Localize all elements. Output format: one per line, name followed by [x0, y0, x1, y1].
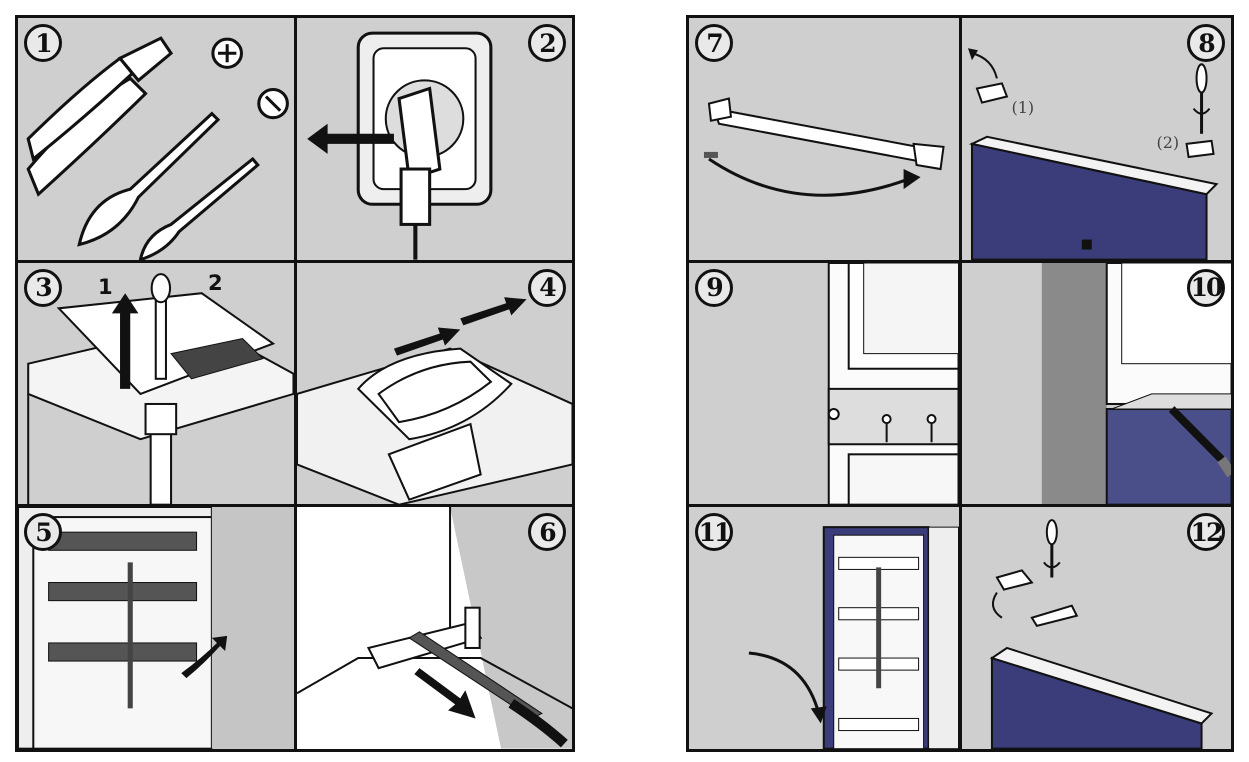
- step-number-badge: 1: [24, 24, 62, 62]
- step-4-panel: 4: [296, 262, 572, 505]
- step-number-badge: 12: [1187, 513, 1225, 552]
- hinge-transfer-illustration: [703, 97, 945, 197]
- callout-label: (1): [1011, 98, 1035, 117]
- callout-label: 2: [208, 270, 223, 295]
- step-11-panel: 11: [689, 507, 959, 749]
- step-number-badge: 6: [528, 513, 566, 552]
- bottom-hinge-illustration: [296, 507, 572, 749]
- step-number-badge: 8: [1187, 24, 1225, 62]
- arrow-icon: [306, 123, 394, 154]
- step-6-panel: 6: [296, 507, 572, 749]
- step-7-panel: 7: [689, 18, 959, 260]
- callout-label: (2): [1156, 133, 1180, 152]
- step-3-panel: 3 1 2: [18, 262, 294, 505]
- step-number-badge: 9: [695, 268, 733, 307]
- step-number-badge: 3: [24, 268, 62, 307]
- step-number-badge: 5: [24, 513, 62, 552]
- door-shelves-illustration: [18, 507, 294, 749]
- step-8-panel: 8 (1) (2): [961, 18, 1231, 260]
- step-number-badge: 10: [1187, 268, 1225, 307]
- callout-label: 1: [98, 274, 113, 299]
- flathead-screwdriver-icon: [257, 87, 289, 120]
- door-top-caps-illustration: [967, 48, 1219, 260]
- hinge-cover-illustration: [296, 296, 572, 505]
- step-12-panel: 12: [961, 507, 1231, 749]
- fridge-side-illustration: [827, 262, 959, 505]
- phillips-screwdriver-icon: [211, 37, 243, 69]
- door-open-illustration: [748, 526, 959, 749]
- step-1-panel: 1: [18, 18, 294, 260]
- tools-illustration: [26, 36, 289, 260]
- right-instruction-grid: 7 8 (1) (2): [686, 15, 1234, 752]
- step-number-badge: 7: [695, 24, 733, 62]
- step-9-panel: 9: [689, 262, 959, 505]
- step-2-panel: 2: [296, 18, 572, 260]
- step-number-badge: 2: [528, 24, 566, 62]
- step-number-badge: 4: [528, 268, 566, 307]
- unplug-illustration: [306, 31, 492, 260]
- top-hinge-illustration: [27, 272, 294, 505]
- step-number-badge: 11: [695, 513, 733, 552]
- left-instruction-grid: 1 2 3 1 2: [15, 15, 575, 752]
- reinstall-hinge-illustration: [989, 519, 1213, 749]
- step-10-panel: 10: [961, 262, 1231, 505]
- step-5-panel: 5: [18, 507, 294, 749]
